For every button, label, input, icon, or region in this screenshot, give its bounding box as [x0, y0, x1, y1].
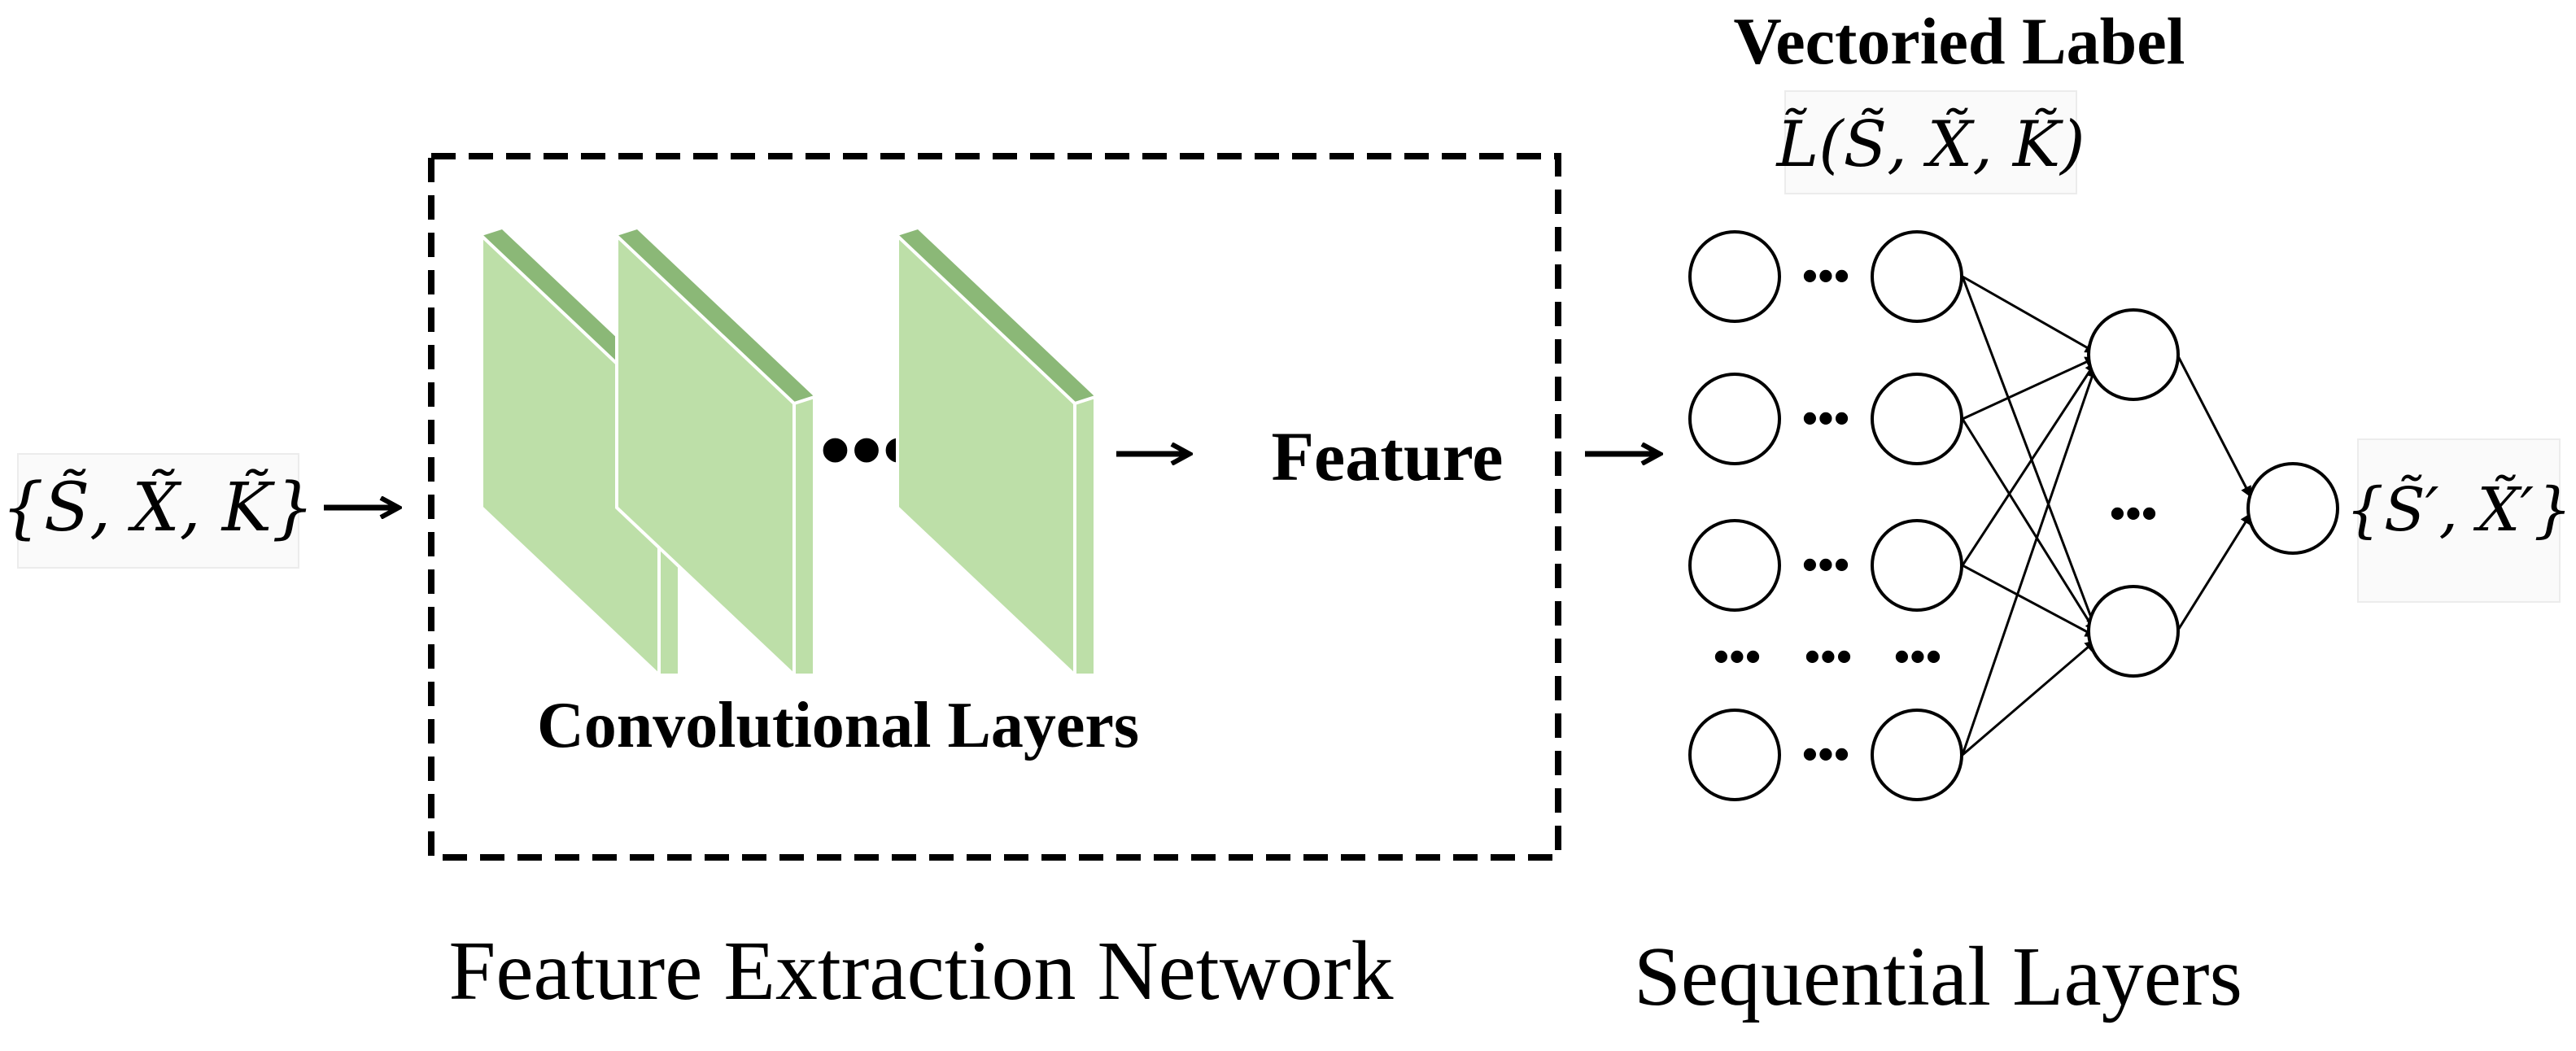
- node: [1688, 373, 1781, 465]
- node: [1871, 230, 1963, 323]
- network-edges: [1961, 275, 2252, 757]
- input-set-label: {S̃, X̃, K̃}: [2, 469, 314, 547]
- node: [2087, 308, 2180, 401]
- conv-layer-2: [615, 229, 816, 679]
- conv-layer-3: [896, 229, 1097, 679]
- vectored-label-formula: L̃(S̃, X̃, K̃): [1775, 107, 2085, 181]
- row-ellipsis: •••: [1802, 540, 1850, 591]
- row-ellipsis: •••: [1802, 394, 1850, 444]
- hidden-ellipsis: •••: [2110, 489, 2158, 539]
- feature-label: Feature: [1272, 417, 1504, 495]
- input-set: {S̃, X̃, K̃}: [2, 453, 314, 569]
- row-ellipsis: •••: [1802, 730, 1850, 780]
- hidden-nodes: [2087, 308, 2180, 678]
- column-ellipsis: •••: [1894, 632, 1942, 682]
- column-ellipsis: •••: [1714, 632, 1762, 682]
- conv-layers-label: Convolutional Layers: [537, 690, 1139, 761]
- node: [2087, 585, 2180, 678]
- vectored-label-title: Vectoried Label: [1734, 4, 2185, 78]
- node: [1688, 709, 1781, 801]
- output-set: {S̃′, X̃′}: [2346, 438, 2572, 603]
- node: [1688, 230, 1781, 323]
- node: [1871, 519, 1963, 612]
- row-ellipsis: •••: [1802, 251, 1850, 302]
- column-ellipsis: •••: [1805, 632, 1853, 682]
- vectored-label-box: [1784, 90, 2077, 194]
- input-nodes: [1688, 230, 1963, 801]
- node: [1871, 709, 1963, 801]
- node: [1688, 519, 1781, 612]
- node: [1871, 373, 1963, 465]
- output-node: [2246, 462, 2339, 555]
- feature-extraction-box: [428, 153, 1561, 861]
- feature-extraction-caption: Feature Extraction Network: [449, 924, 1394, 1018]
- sequential-caption: Sequential Layers: [1634, 930, 2242, 1023]
- output-set-label: {S̃′, X̃′}: [2346, 475, 2572, 545]
